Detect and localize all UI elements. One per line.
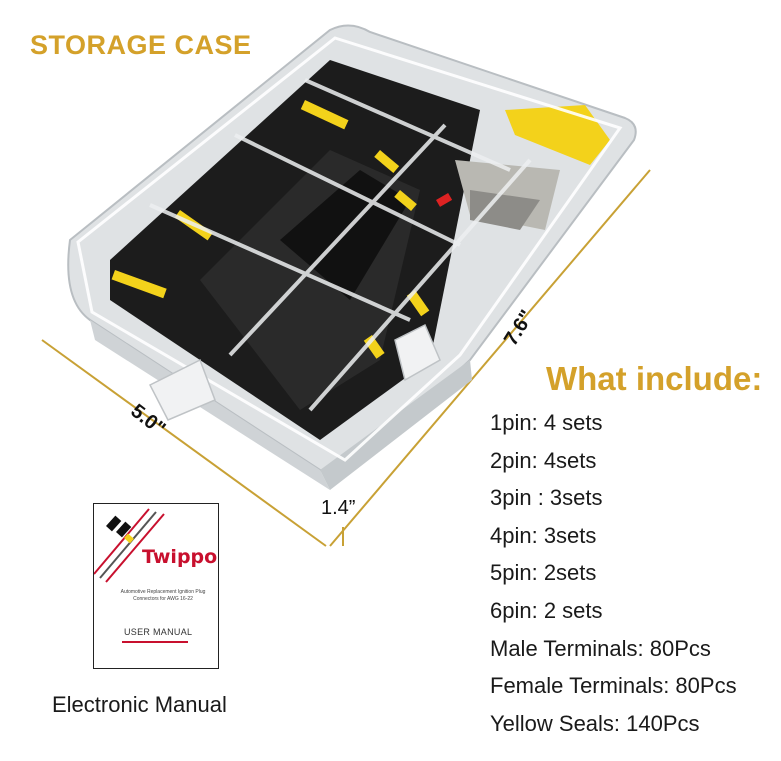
red-connector xyxy=(436,192,453,207)
list-item: Female Terminals: 80Pcs xyxy=(490,673,737,699)
case-rim xyxy=(76,36,623,462)
yellow-seal-pile xyxy=(505,105,610,165)
yellow-seal-band xyxy=(374,149,400,173)
case-latch xyxy=(394,323,441,382)
storage-case-heading: STORAGE CASE xyxy=(30,30,252,60)
manual-caption: Electronic Manual xyxy=(52,692,227,717)
list-item: 6pin: 2 sets xyxy=(490,597,603,623)
manual-wires-illustration xyxy=(94,508,165,583)
manual-brand: Twippo xyxy=(142,546,218,568)
list-item: 4pin: 3sets xyxy=(490,522,597,548)
list-item: 1pin: 4 sets xyxy=(490,410,603,435)
manual-title-underline xyxy=(122,641,188,643)
yellow-seal-band xyxy=(111,270,167,299)
list-item: Yellow Seals: 140Pcs xyxy=(490,710,700,736)
include-list: 1pin: 4 sets 2pin: 4sets 3pin : 3sets 4p… xyxy=(490,404,737,742)
yellow-seal-band xyxy=(394,189,417,212)
manual-description: Automotive Replacement Ignition Plug Con… xyxy=(120,589,206,602)
what-include-heading: What include: xyxy=(546,360,763,397)
case-latch xyxy=(148,358,216,421)
yellow-seal-band xyxy=(300,100,349,130)
manual-cover: Twippo Automotive Replacement Ignition P… xyxy=(93,503,219,669)
list-item: 2pin: 4sets xyxy=(490,447,597,473)
list-item: 3pin : 3sets xyxy=(490,485,603,511)
terminal-pile xyxy=(470,190,540,230)
case-dividers xyxy=(149,78,532,412)
height-dimension-label: 1.4” xyxy=(321,497,356,519)
dimension-lines xyxy=(41,169,651,547)
list-item: 5pin: 2sets xyxy=(490,560,597,586)
manual-title: USER MANUAL xyxy=(124,627,193,637)
list-item: Male Terminals: 80Pcs xyxy=(490,635,711,661)
